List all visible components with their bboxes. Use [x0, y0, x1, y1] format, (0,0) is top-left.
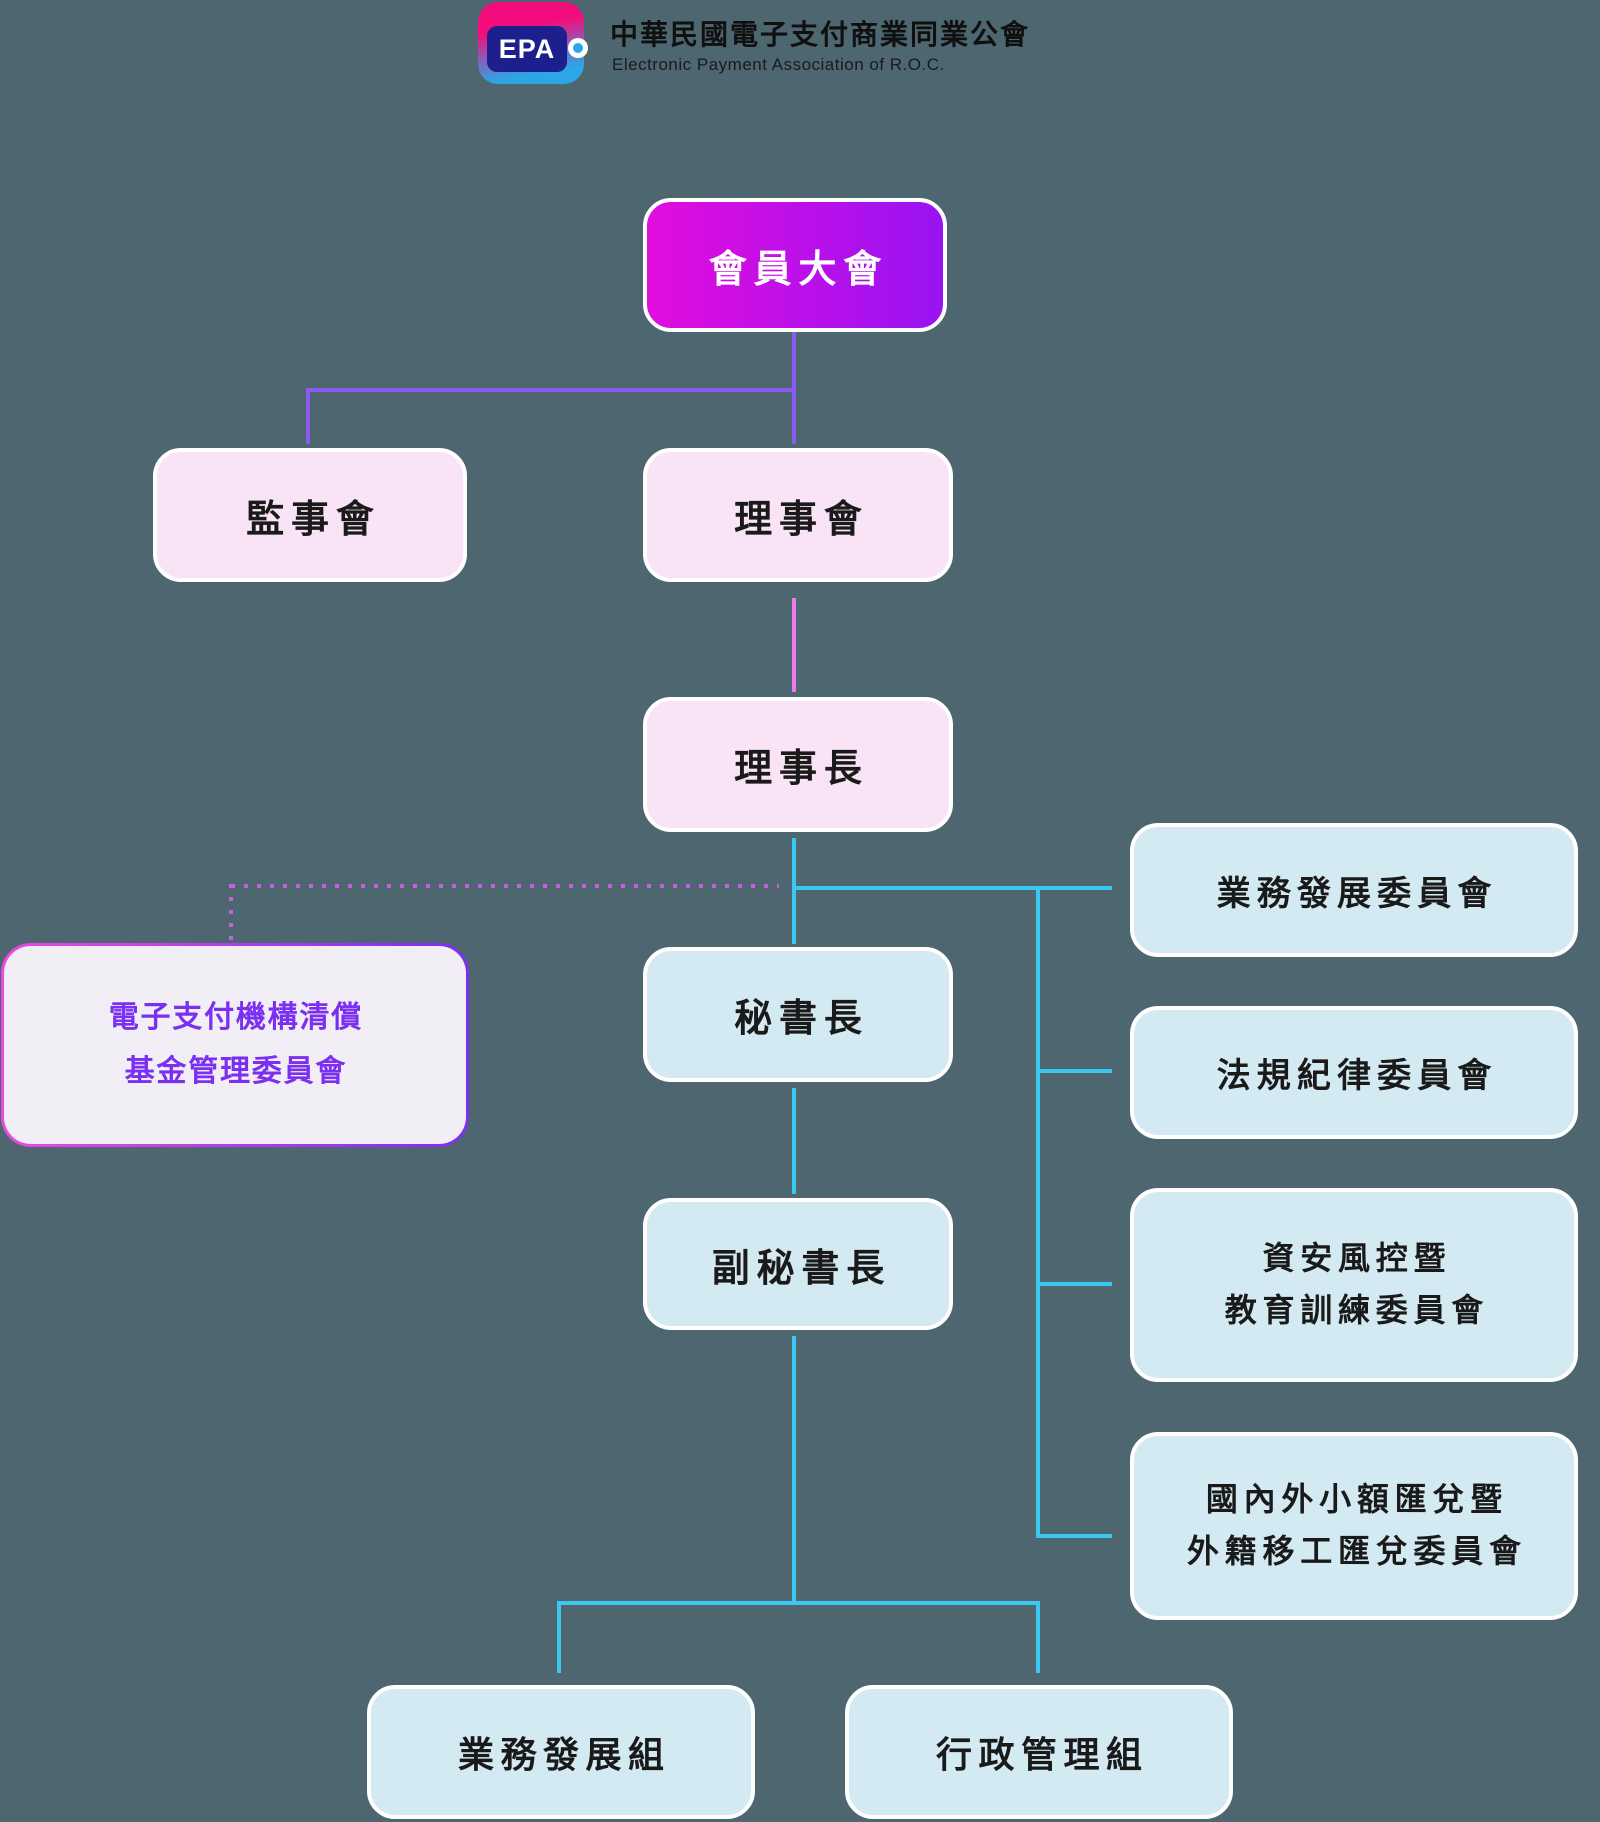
- connector-committee-trunk: [1036, 886, 1040, 1538]
- node-committee-remittance-line1: 國內外小額匯兌暨: [1205, 1481, 1508, 1518]
- connector-branch-committee-2: [1036, 1069, 1112, 1073]
- node-group-administration-label: 行政管理組: [936, 1734, 1149, 1775]
- org-title-english: Electronic Payment Association of R.O.C.: [612, 55, 945, 74]
- node-secretary-general: 秘書長: [643, 947, 953, 1082]
- node-clearing-fund-committee: 電子支付機構清償 基金管理委員會: [1, 943, 469, 1147]
- org-title-chinese: 中華民國電子支付商業同業公會: [610, 19, 1031, 50]
- node-directors-board: 理事會: [643, 448, 953, 582]
- node-committee-business-development: 業務發展委員會: [1130, 823, 1578, 957]
- node-committee-security-training: 資安風控暨 教育訓練委員會: [1130, 1188, 1578, 1382]
- connector-directors-chairman: [792, 598, 796, 692]
- node-secretary-general-label: 秘書長: [734, 998, 869, 1040]
- epa-logo-wallet-dot-icon: [568, 38, 588, 58]
- node-directors-board-label: 理事會: [734, 498, 869, 541]
- node-committee-security-training-line2: 教育訓練委員會: [1224, 1292, 1490, 1328]
- connector-dotted-horizontal: [231, 884, 779, 888]
- node-committee-remittance-line2: 外籍移工匯兌委員會: [1186, 1533, 1527, 1569]
- node-chairman: 理事長: [643, 697, 953, 832]
- node-group-business-development: 業務發展組: [367, 1685, 755, 1819]
- node-deputy-secretary-general-label: 副秘書長: [711, 1247, 892, 1290]
- node-chairman-label: 理事長: [734, 748, 869, 790]
- node-deputy-secretary-general: 副秘書長: [643, 1198, 953, 1330]
- node-committee-legal-discipline-label: 法規紀律委員會: [1216, 1057, 1498, 1095]
- node-group-administration: 行政管理組: [845, 1685, 1233, 1819]
- connector-chairman-secretary: [792, 838, 796, 944]
- connector-deputy-down: [792, 1336, 796, 1605]
- epa-logo-text: EPA: [487, 26, 567, 72]
- node-clearing-fund-line2: 基金管理委員會: [124, 1055, 348, 1088]
- node-committee-business-development-label: 業務發展委員會: [1216, 874, 1498, 913]
- connector-to-group-business: [557, 1601, 561, 1673]
- node-group-business-development-label: 業務發展組: [458, 1734, 671, 1775]
- node-committee-remittance: 國內外小額匯兌暨 外籍移工匯兌委員會: [1130, 1432, 1578, 1620]
- node-committee-legal-discipline: 法規紀律委員會: [1130, 1006, 1578, 1139]
- connector-branch-committee-4: [1036, 1534, 1112, 1538]
- node-member-assembly-label: 會員大會: [708, 248, 889, 291]
- connector-to-supervisors: [306, 388, 310, 444]
- connector-assembly-horizontal: [306, 388, 796, 392]
- connector-dotted-vertical: [229, 884, 233, 944]
- connector-groups-horizontal: [557, 1601, 1040, 1605]
- connector-secretary-deputy: [792, 1088, 796, 1194]
- node-clearing-fund-line1: 電子支付機構清償: [108, 1001, 364, 1034]
- connector-branch-committee-1: [794, 886, 1112, 890]
- epa-logo: EPA: [478, 2, 588, 84]
- connector-branch-committee-3: [1036, 1282, 1112, 1286]
- connector-to-group-admin: [1036, 1601, 1040, 1673]
- node-supervisors-board-label: 監事會: [246, 498, 381, 541]
- node-committee-security-training-line1: 資安風控暨: [1262, 1240, 1452, 1277]
- node-supervisors-board: 監事會: [153, 448, 467, 582]
- node-member-assembly: 會員大會: [643, 198, 947, 332]
